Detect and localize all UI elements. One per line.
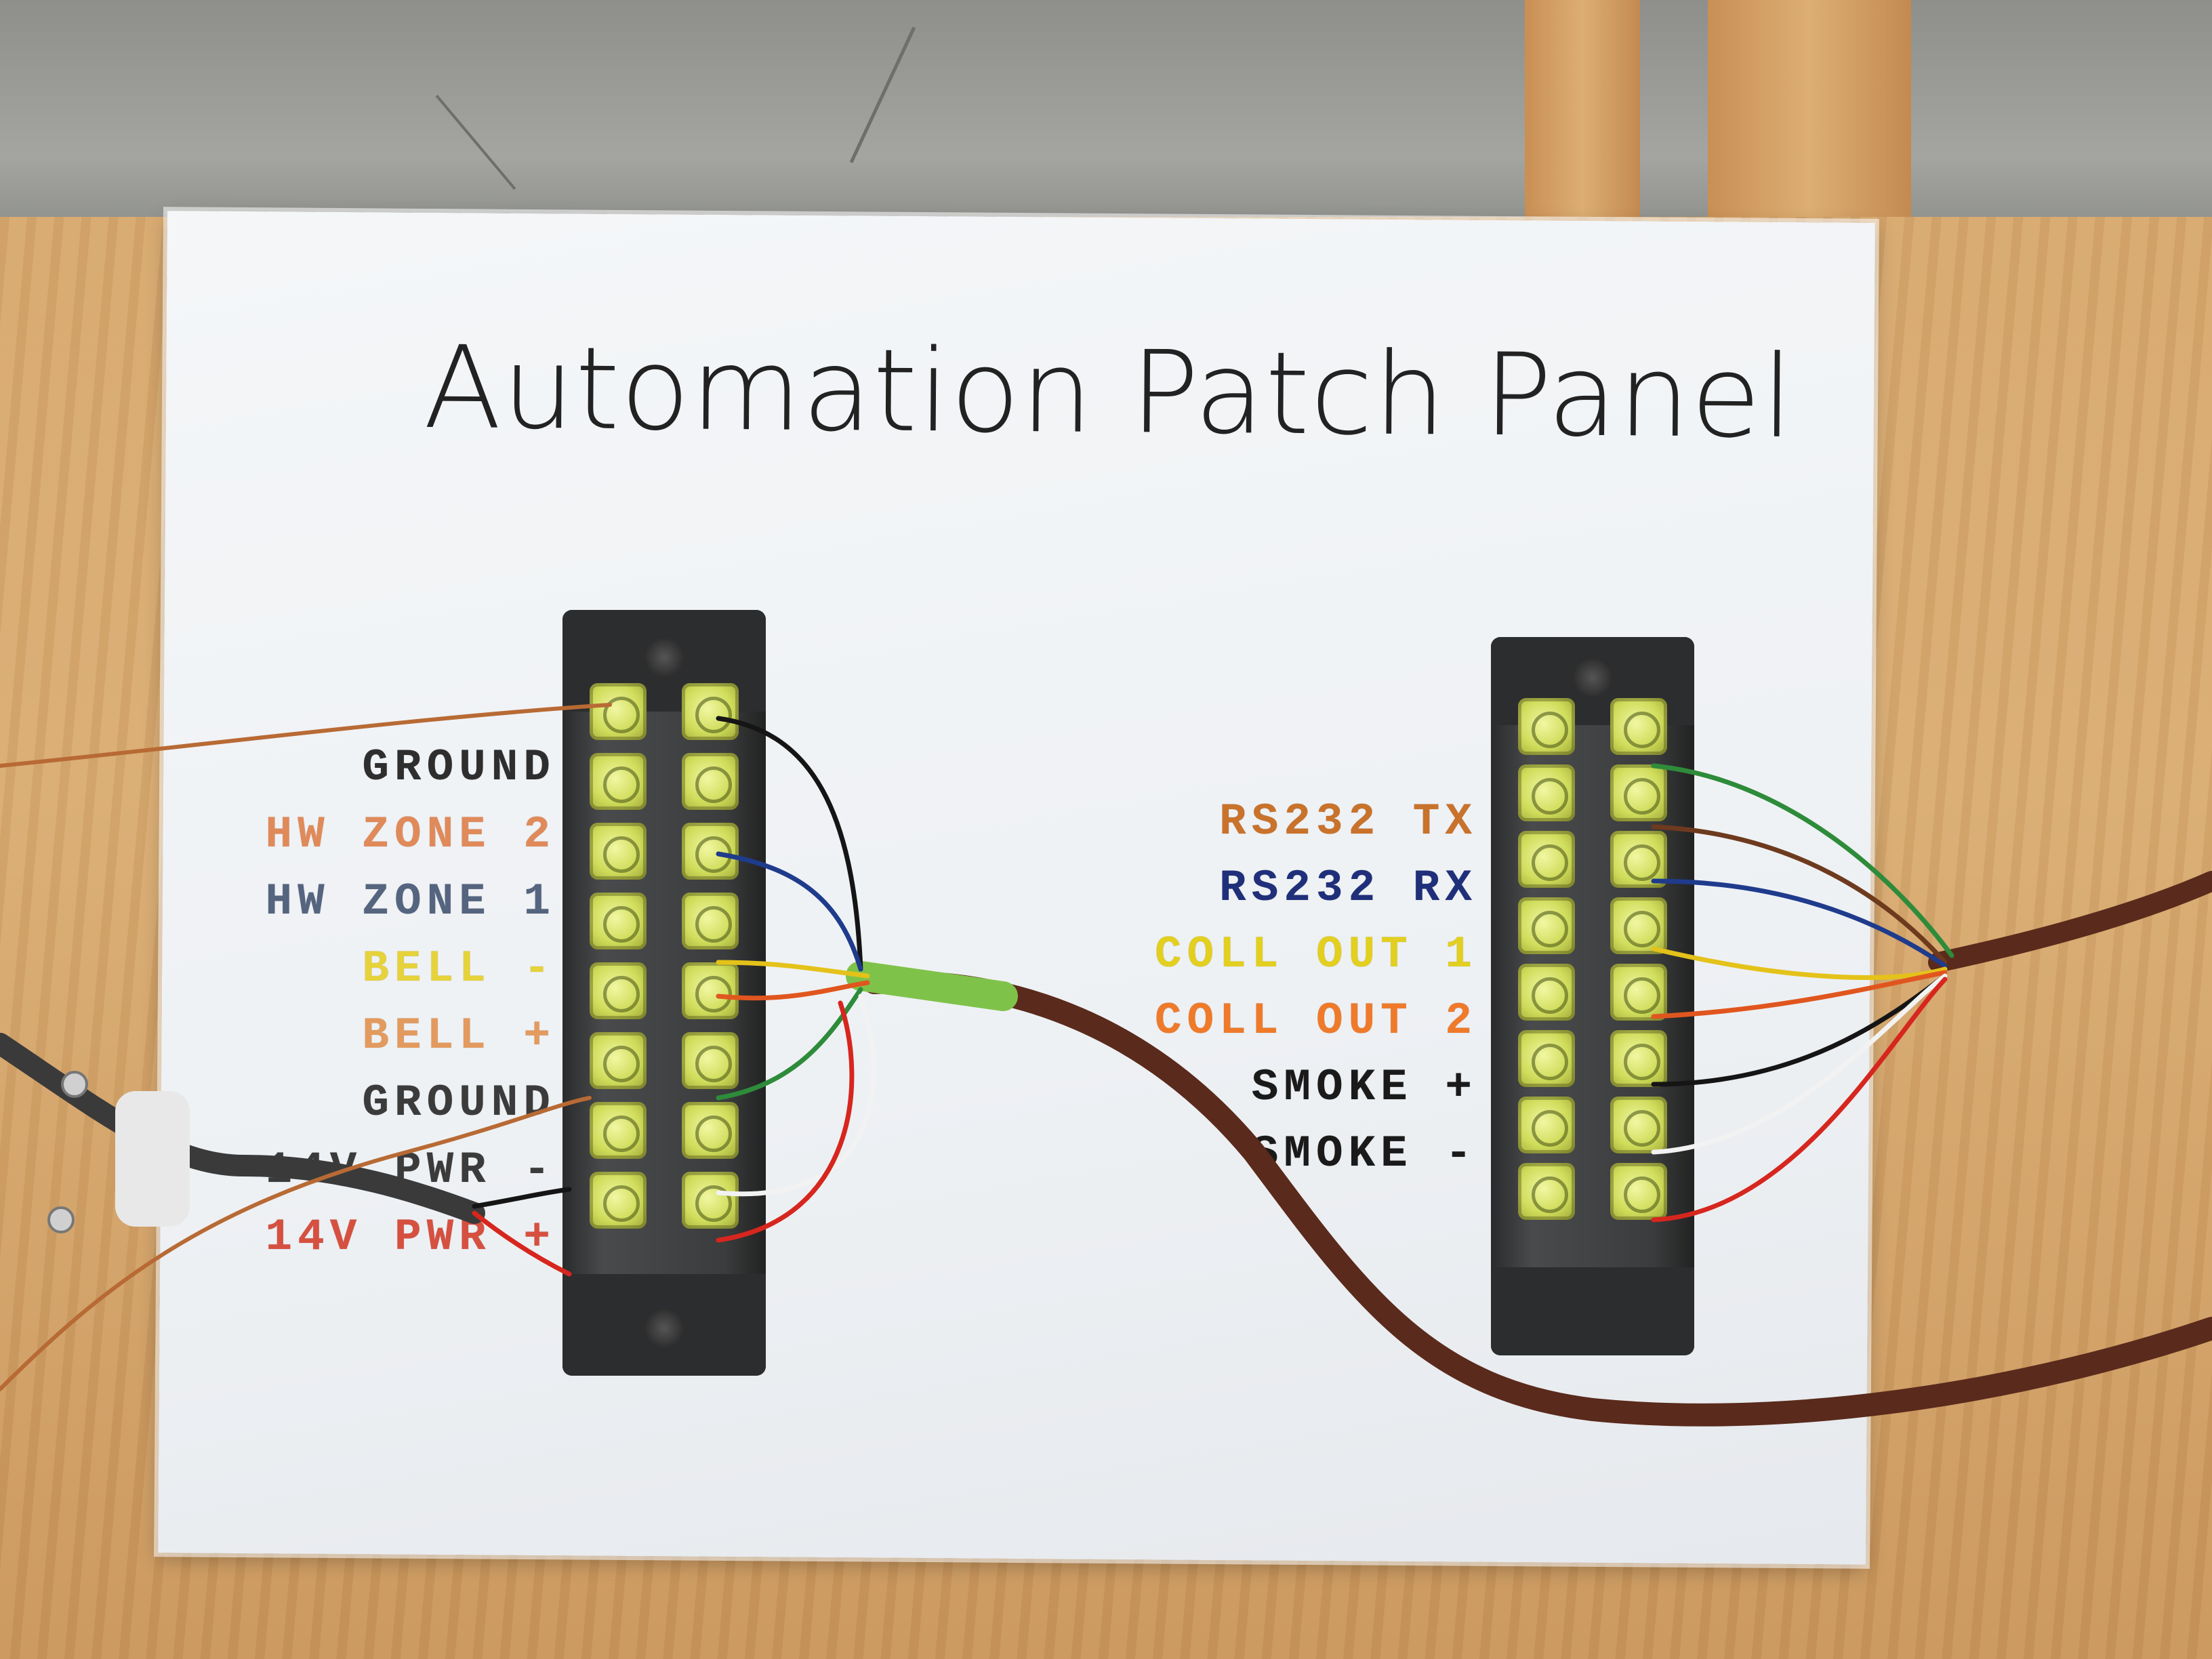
terminal-screw-icon [1610,1097,1667,1153]
terminal-screw-icon [1610,1030,1667,1087]
terminal-screw-icon [682,1102,739,1159]
terminal-screw-icon [590,823,647,880]
signal-wire [1651,973,1948,1155]
left_labels-label: GROUND [362,742,556,793]
terminal-screw-icon [1518,1163,1575,1220]
terminal-screw-icon [590,962,647,1019]
terminal-screw-icon [682,1172,739,1229]
signal-wire [472,1210,572,1277]
signal-wire [716,980,870,1001]
brown-cable [863,970,2212,1427]
gray-power-cable [0,1033,485,1224]
terminal-screw-icon [1518,831,1575,888]
left_labels-label: HW ZONE 1 [265,876,556,927]
copper-wire [0,703,612,768]
terminal-screw-icon [1518,964,1575,1021]
terminal-screw-icon [590,1032,647,1089]
terminal-screw-icon [682,893,739,949]
terminal-screw-icon [1518,764,1575,821]
terminal-screw-icon [1518,897,1575,954]
left-terminal-block [562,610,766,1376]
terminal-screw-icon [1518,698,1575,755]
terminal-screw-icon [1518,1097,1575,1153]
terminal-screw-icon [682,1032,739,1089]
right_labels-label: COLL OUT 2 [1154,996,1477,1046]
cable-clip [115,1091,190,1227]
right_labels-label: COLL OUT 1 [1154,929,1477,980]
signal-wire [716,987,863,1101]
terminal-screw-icon [590,893,647,949]
green-tape [846,961,1018,1011]
signal-wire [716,960,870,979]
right_labels-label: RS232 TX [1219,796,1477,847]
signal-wire [1651,763,1954,958]
nail-head [61,1071,88,1098]
terminal-screw-icon [590,1172,647,1229]
copper-wire [0,1096,592,1391]
brown-cable [1928,871,2212,972]
terminal-screw-icon [1518,1030,1575,1087]
right-terminal-block [1491,637,1694,1355]
cap-screw-icon [644,1308,684,1349]
signal-wire [716,716,863,972]
right_labels-label: RS232 RX [1219,863,1477,914]
block-bottom-cap [562,1274,766,1376]
signal-wire [1651,970,1948,1019]
signal-wire [1651,878,1948,968]
signal-wire [1651,977,1948,1223]
signal-wire [716,851,863,972]
nail-head [47,1206,75,1233]
left_labels-label: HW ZONE 2 [265,809,556,860]
right_labels-label: SMOKE + [1251,1062,1477,1113]
terminal-screw-icon [1610,1163,1667,1220]
terminal-screw-icon [1610,831,1667,888]
terminal-screw-icon [590,753,647,810]
terminal-screw-icon [682,962,739,1019]
terminal-screw-icon [1610,897,1667,954]
terminal-screw-icon [682,823,739,880]
signal-wire [1651,824,1948,965]
left_labels-label: 14V PWR + [265,1212,556,1263]
terminal-screw-icon [590,1102,647,1159]
left_labels-label: BELL + [362,1010,556,1061]
signal-wire [716,994,876,1197]
cap-screw-icon [1572,657,1613,698]
signal-wire [1651,946,1948,980]
terminal-screw-icon [682,753,739,810]
cap-screw-icon [644,637,684,678]
block-bottom-cap [1491,1267,1694,1355]
terminal-screw-icon [1610,964,1667,1021]
terminal-screw-icon [682,683,739,740]
left_labels-label: BELL - [362,943,556,994]
terminal-screw-icon [1610,764,1667,821]
terminal-screw-icon [590,683,647,740]
terminal-screw-icon [1610,698,1667,755]
signal-wire [716,1000,855,1243]
signal-wire [472,1187,572,1209]
